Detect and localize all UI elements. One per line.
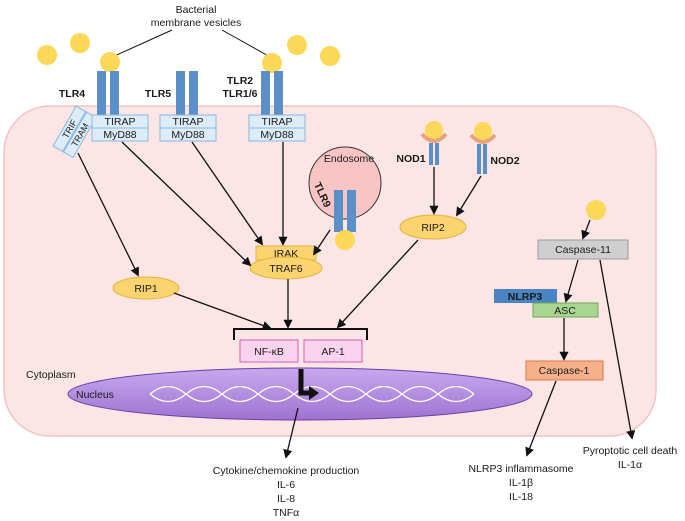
myd88-label: MyD88 <box>260 129 293 141</box>
arrow-tram-rip1 <box>77 152 139 277</box>
vesicle <box>262 53 282 73</box>
nucleus-label: Nucleus <box>76 389 114 401</box>
pyroptosis-output-1: Pyroptotic cell death <box>583 445 678 457</box>
transcription-arrow-head <box>309 386 319 400</box>
nod2-receptor-cap <box>469 133 497 144</box>
rip1-oval <box>112 276 180 300</box>
caspase1-box <box>525 360 604 381</box>
myd88-box-tlr4 <box>91 127 149 142</box>
rip2-label: RIP2 <box>421 222 445 234</box>
arrow-caspase1-output <box>525 380 557 457</box>
transcription-arrow <box>298 369 310 396</box>
tlr5-receptor <box>176 71 185 117</box>
cytokine-output-3: IL-8 <box>277 493 295 505</box>
cytokine-output-2: IL-6 <box>277 479 295 491</box>
tirap-label: TIRAP <box>173 116 204 128</box>
myd88-label: MyD88 <box>103 129 136 141</box>
tlr4-receptor <box>110 71 119 117</box>
arrow-tlr5-irak <box>191 141 264 246</box>
cytoplasm-label: Cytoplasm <box>26 369 76 381</box>
nod2-receptor <box>477 144 481 174</box>
caspase1-label: Caspase-1 <box>539 365 590 377</box>
arrow-vesicle-caspase11 <box>581 219 591 240</box>
tlr2-label: TLR2 <box>227 75 253 87</box>
arrow-caspase11-asc <box>563 259 579 303</box>
pyroptosis-output-2: IL-1α <box>618 459 642 471</box>
inflammasome-output-3: IL-18 <box>509 491 533 503</box>
nod1-receptor <box>435 143 439 165</box>
cytokine-output-1: Cytokine/chemokine production <box>213 465 360 477</box>
bacterial-vesicles-label-2: membrane vesicles <box>151 17 241 29</box>
arrow-rip2-bracket <box>336 239 419 329</box>
vesicle <box>37 45 57 65</box>
bacterial-vesicles-label-1: Bacterial <box>176 4 217 16</box>
nod1-receptor-cap <box>420 132 448 143</box>
tlr1-6-label: TLR1/6 <box>222 88 257 100</box>
tlr5-label: TLR5 <box>145 88 171 100</box>
tlr2-receptor <box>261 71 270 117</box>
arrow-rip1-bracket <box>173 292 272 330</box>
arrow-tlr4-traf6 <box>121 141 252 267</box>
vesicle <box>100 52 120 72</box>
tlr4-receptor <box>97 71 106 117</box>
ap1-label: AP-1 <box>321 346 345 358</box>
myd88-box-tlr2 <box>248 127 306 142</box>
rip1-label: RIP1 <box>134 283 158 295</box>
dna-strand <box>149 385 475 403</box>
tlr9-receptor <box>334 190 343 232</box>
arrow-caspase11-pyroptosis <box>599 259 636 440</box>
vesicle-line-right <box>221 29 273 59</box>
asc-label: ASC <box>554 305 576 317</box>
inflammasome-output-1: NLRP3 inflammasome <box>468 463 573 475</box>
convergence-bracket <box>233 328 368 340</box>
vesicle <box>474 122 492 140</box>
cytokine-output-4: TNFα <box>273 507 299 519</box>
caspase11-label: Caspase-11 <box>555 244 611 256</box>
vesicle <box>320 46 340 66</box>
traf6-label: TRAF6 <box>269 263 302 275</box>
nod2-receptor <box>483 144 487 174</box>
vesicle <box>287 35 307 55</box>
tram-box <box>62 111 97 159</box>
ap1-box <box>303 339 363 363</box>
vesicle <box>335 230 355 250</box>
nfkb-label: NF-κB <box>254 346 284 358</box>
myd88-label: MyD88 <box>171 129 204 141</box>
nod1-receptor <box>429 143 433 165</box>
nlrp3-box <box>494 289 557 303</box>
cell-body <box>3 105 657 437</box>
tlr9-receptor <box>347 190 356 232</box>
rip2-oval <box>399 214 467 240</box>
nfkb-box <box>239 339 299 363</box>
traf6-oval <box>249 256 323 280</box>
tlr2-receptor <box>274 71 283 117</box>
vesicle-line-left <box>109 29 173 59</box>
caspase11-box <box>537 239 629 260</box>
endosome-label: Endosome <box>324 153 374 165</box>
tirap-label: TIRAP <box>262 116 293 128</box>
nlrp3-label: NLRP3 <box>508 291 543 303</box>
arrow-nucleus-output <box>283 407 299 459</box>
tlr5-receptor <box>189 71 198 117</box>
tirap-label: TIRAP <box>105 116 136 128</box>
trif-box <box>52 105 87 153</box>
tlr4-label: TLR4 <box>59 88 85 100</box>
myd88-box-tlr5 <box>159 127 217 142</box>
inflammasome-output-2: IL-1β <box>509 477 533 489</box>
asc-box <box>532 302 599 318</box>
nod2-label: NOD2 <box>490 155 519 167</box>
nod1-label: NOD1 <box>396 153 425 165</box>
vesicle <box>425 121 443 139</box>
arrow-tlr9-traf6 <box>312 229 331 256</box>
vesicle <box>586 200 606 220</box>
dna-strand <box>149 385 475 403</box>
arrow-nod2-rip2 <box>456 175 482 217</box>
vesicle <box>70 33 90 53</box>
endosome <box>308 146 382 220</box>
